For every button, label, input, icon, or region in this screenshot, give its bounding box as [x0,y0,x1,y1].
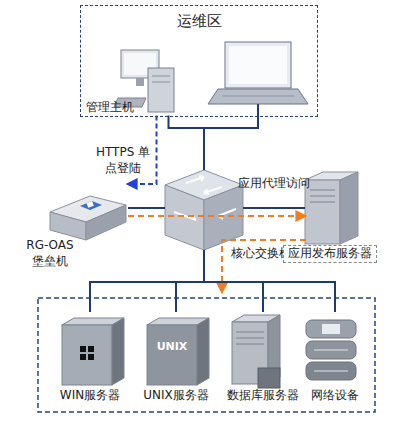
connector [243,207,305,209]
network-device-icon [314,371,348,372]
bastion-icon [50,196,126,240]
desktop-icon [152,82,170,83]
connector [90,250,204,312]
win-server-icon [62,318,124,385]
server-node: WIN服务器 [50,312,130,404]
database-server-icon [258,368,280,388]
win-server-icon [112,318,124,385]
laptop-icon [225,42,291,88]
win-server-icon [62,325,112,385]
node-label: WIN服务器 [50,388,130,404]
win-server-icon [88,346,94,352]
network-device-icon [322,324,340,334]
app-server-icon [310,190,335,191]
connector [176,250,204,312]
network-device-icon [306,320,356,338]
unix-server-icon [147,325,197,385]
connector [128,207,165,209]
node-label: 数据库服务器 [222,388,304,404]
desktop-icon [136,78,144,86]
desktop-icon [148,68,174,112]
network-device-icon [314,350,348,351]
app-server-icon [305,180,340,244]
laptop-icon [208,42,308,104]
switch-node: 核心交换机 [165,170,243,250]
edge-label: HTTPS 单点登陆 [94,145,152,176]
switch-icon [174,209,236,220]
node-label: RG-OAS 堡垒机 [22,238,78,269]
laptop-icon [208,89,308,104]
connector [128,215,305,217]
node-label: UNIX服务器 [135,388,217,404]
server-zone [38,298,375,412]
icon-text: UNIX [147,340,197,354]
app-server-icon [340,172,358,244]
bastion-icon [80,201,102,210]
app-server-icon [310,196,335,197]
network-device-icon [306,362,356,380]
bastion-icon [86,205,126,240]
switch-icon [165,185,204,250]
edge-label: 应用代理访问 [238,176,310,192]
database-server-icon [236,338,264,339]
database-server-icon [236,332,264,333]
node-label: 运维区 [81,12,317,32]
win-server-icon [88,354,94,360]
node-label: 管理主机 [86,100,134,116]
server-node: UNIX服务器 [135,312,217,404]
switch-icon [186,176,222,194]
app-server-icon [305,172,358,244]
database-server-icon [236,344,264,345]
server-node: 数据库服务器 [222,312,304,404]
desktop-icon [152,76,170,77]
win-server-icon [80,346,86,352]
device-node: 网络设备 [302,312,368,404]
connector [169,116,205,171]
node-label: 核心交换机 [231,246,291,262]
server-node: 应用发布服务器 [305,172,360,244]
host-node: 管理主机 [86,46,179,116]
network-device-icon [306,320,356,380]
zone-box: 运维区管理主机 [80,5,318,117]
node-label: 应用发布服务器 [283,245,377,263]
database-server-icon [232,315,280,388]
bastion-node: RG-OAS 堡垒机 [20,178,128,270]
network-device-icon [306,341,356,359]
bastion-icon [50,212,86,240]
laptop-icon [229,46,287,84]
node-label: 网络设备 [302,388,368,404]
laptop-icon [222,96,294,97]
win-server-icon [80,354,86,360]
unix-server-icon [197,318,209,385]
bastion-icon [86,201,93,208]
laptop-wire [204,104,258,128]
switch-icon [165,170,243,250]
unix-server-icon [147,318,209,385]
app-server-icon [310,202,335,203]
